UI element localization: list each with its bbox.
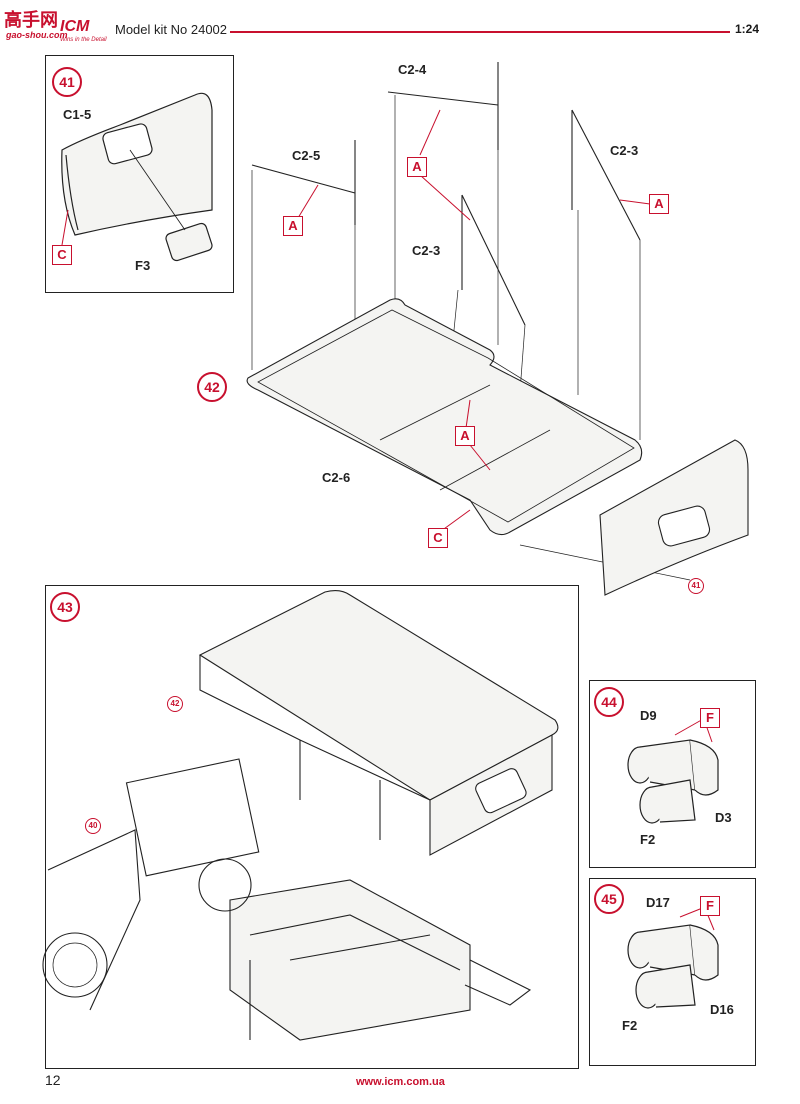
step44-lamp-drawing [627,739,719,824]
header-rule [230,31,730,33]
step41-side-curtain-drawing [61,92,213,262]
sprue-tag-a-3: A [649,194,669,214]
step42-frame-drawing [246,62,749,596]
sprue-tag-f-2: F [700,896,720,916]
ref-step-42: 42 [167,696,183,712]
part-label-d9: D9 [640,708,657,723]
step44-panel [589,680,756,868]
brand-logo: ICM [60,18,90,35]
page-title: Model kit No 24002 [115,22,228,37]
part-label-c1-5: C1-5 [63,107,92,122]
sprue-tag-a-1: A [283,216,303,236]
step44-number: 44 [594,687,624,717]
step43-number: 43 [50,592,80,622]
part-label-c2-3-right: C2-3 [610,143,639,158]
part-label-f2-b: F2 [622,1018,638,1033]
site-url-watermark: gao-shou.com [6,30,68,40]
part-label-c2-6: C2-6 [322,470,351,485]
step41-number: 41 [52,67,82,97]
step43-panel [45,585,579,1069]
sprue-tag-a-2: A [407,157,427,177]
step43-car-drawing [42,589,559,1041]
page-number: 12 [45,1072,61,1088]
sprue-tag-a-4: A [455,426,475,446]
scale-label: 1:24 [735,22,760,36]
step45-lamp-drawing [627,924,719,1009]
part-label-c2-3-center: C2-3 [412,243,441,258]
brand-tagline: Wins in the Detail [60,37,107,43]
step42-number: 42 [197,372,227,402]
part-label-d17: D17 [646,895,670,910]
sprue-tag-c-2: C [428,528,448,548]
ref-step-41: 41 [688,578,704,594]
footer-url: www.icm.com.ua [356,1076,445,1088]
ref-step-40: 40 [85,818,101,834]
sprue-tag-f-1: F [700,708,720,728]
part-label-c2-4: C2-4 [398,62,427,77]
site-logo: 高手网 [4,10,58,31]
part-label-c2-5: C2-5 [292,148,321,163]
part-label-f2-a: F2 [640,832,656,847]
part-label-d3: D3 [715,810,732,825]
step45-panel [589,878,756,1066]
step45-number: 45 [594,884,624,914]
step41-panel [45,55,234,293]
sprue-tag-c: C [52,245,72,265]
part-label-f3: F3 [135,258,151,273]
part-label-d16: D16 [710,1002,734,1017]
